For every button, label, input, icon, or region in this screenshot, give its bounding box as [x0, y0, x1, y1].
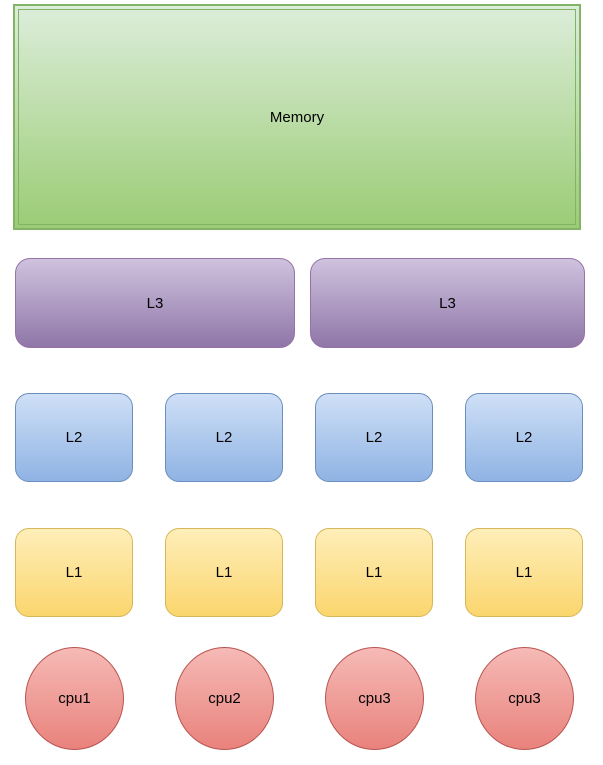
- l2-cache-node-4: L2: [465, 393, 583, 482]
- l2-cache-node-2: L2: [165, 393, 283, 482]
- memory-label: Memory: [269, 108, 325, 126]
- l1-cache-node-4: L1: [465, 528, 583, 617]
- cpu-node-2: cpu2: [175, 647, 274, 750]
- l1-label-3: L1: [365, 564, 383, 581]
- l3-cache-node-2: L3: [310, 258, 585, 348]
- cpu-node-4: cpu3: [475, 647, 574, 750]
- l2-cache-node-1: L2: [15, 393, 133, 482]
- l3-label-1: L3: [146, 294, 164, 312]
- l2-label-4: L2: [515, 429, 533, 446]
- memory-node: Memory: [13, 4, 581, 230]
- l1-cache-node-1: L1: [15, 528, 133, 617]
- l1-cache-node-3: L1: [315, 528, 433, 617]
- l3-cache-node-1: L3: [15, 258, 295, 348]
- l2-label-2: L2: [215, 429, 233, 446]
- l2-cache-node-3: L2: [315, 393, 433, 482]
- l2-label-1: L2: [65, 429, 83, 446]
- cpu-node-3: cpu3: [325, 647, 424, 750]
- cpu-label-3: cpu3: [358, 690, 391, 707]
- l2-label-3: L2: [365, 429, 383, 446]
- cpu-label-2: cpu2: [208, 690, 241, 707]
- l3-label-2: L3: [439, 294, 456, 312]
- l1-label-2: L1: [215, 564, 233, 581]
- cpu-node-1: cpu1: [25, 647, 124, 750]
- l1-label-4: L1: [515, 564, 533, 581]
- l1-label-1: L1: [65, 564, 83, 581]
- cpu-label-4: cpu3: [508, 690, 541, 707]
- l1-cache-node-2: L1: [165, 528, 283, 617]
- cpu-label-1: cpu1: [58, 690, 91, 707]
